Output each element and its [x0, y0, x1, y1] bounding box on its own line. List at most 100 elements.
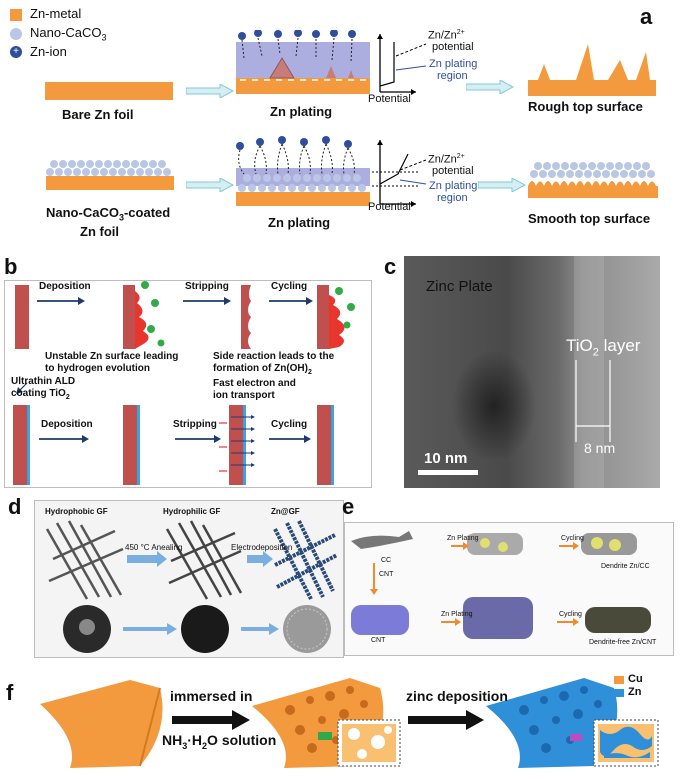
coated-zn-foil [46, 160, 174, 190]
panel-f: immersed in NH3·H2O solution zinc deposi… [0, 670, 680, 779]
b-note1b: to hydrogen evolution [45, 363, 150, 374]
row2-pot-word: potential [432, 165, 474, 177]
legend-caco3-sub: 3 [101, 32, 107, 43]
b-bot-stripping: Stripping [173, 419, 217, 430]
f-h-text: ·H [187, 732, 203, 748]
e-cycling2: Cycling [559, 611, 582, 618]
c-zinc-plate: Zinc Plate [426, 278, 493, 295]
legend-zn-ion: Zn-ion [30, 44, 67, 59]
row1-arrow-right [466, 80, 514, 94]
legend-caco3-text: Nano-CaCO [30, 25, 102, 40]
row1-region1: Zn plating [429, 58, 478, 70]
panel-b-top-row [13, 281, 355, 485]
row1-region2: region [437, 70, 468, 82]
tio2-layer-band [574, 256, 604, 488]
e-plating2: Zn Plating [441, 611, 473, 618]
b-note2a: Side reaction leads to the [213, 351, 335, 362]
b-ald2-text: coating TiO [11, 388, 66, 399]
row2-pot-label: Zn/Zn2+ [428, 153, 465, 166]
row2-arrow-right [478, 178, 526, 192]
b-note2b-sub: 2 [307, 369, 312, 376]
row1-pot-word: potential [432, 41, 474, 53]
f-drawing [40, 676, 659, 768]
f-nh-text: NH [162, 732, 183, 748]
e-cnt: CNT [371, 637, 386, 644]
row2-left-text-b: -coated [123, 205, 171, 220]
d-title-3: Zn@GF [271, 507, 300, 516]
b-ald1: Ultrathin ALD [11, 376, 76, 387]
panel-a: a Zn-metal Nano-CaCO3 + Zn-ion Bare Zn f… [0, 0, 680, 250]
e-drawing [351, 531, 651, 639]
row1-right-label: Rough top surface [528, 99, 643, 114]
panel-c-label: c [384, 254, 397, 279]
d-step1: 450 °C Anealing [125, 543, 183, 552]
c-scale: 10 nm [424, 450, 468, 467]
e-cnt-arrow: CNT [379, 571, 394, 578]
row2-left-sub: 3 [118, 212, 124, 223]
c-tio2-text: TiO [566, 336, 593, 355]
legend-caco3: Nano-CaCO3 [30, 25, 107, 43]
f-sol-text: O solution [207, 732, 277, 748]
panel-e-label: e [342, 494, 355, 519]
f-legend-zn: Zn [628, 686, 642, 698]
d-step2: Electrodeposition [231, 543, 293, 552]
b-ald2-sub: 2 [65, 394, 70, 401]
d-fibers [45, 520, 338, 653]
row2-arrow-left [186, 178, 234, 192]
panel-b-label: b [4, 254, 18, 279]
b-bot-deposition: Deposition [41, 419, 93, 430]
row2-region1: Zn plating [429, 180, 478, 192]
panel-b: Deposition Stripping Cycling Unstable Zn… [4, 280, 372, 488]
panel-d: Hydrophobic GF Hydrophilic GF Zn@GF 450 … [34, 500, 344, 658]
rough-surface [528, 44, 656, 96]
row1-axis: Potential [368, 93, 411, 105]
b-bot-cycling: Cycling [271, 419, 308, 430]
b-fast1: Fast electron and [213, 378, 296, 389]
row1-mid-label: Zn plating [270, 104, 333, 119]
row2-pot-text: Zn/Zn [428, 153, 457, 166]
panel-f-label: f [6, 680, 14, 705]
f-h-sub: 2 [202, 740, 208, 751]
bare-zn-foil-label: Bare Zn foil [62, 107, 134, 122]
f-solution: NH3·H2O solution [162, 732, 276, 751]
legend-zn-swatch [10, 9, 22, 21]
d-title-2: Hydrophilic GF [163, 507, 221, 516]
e-dendrite: Dendrite Zn/CC [601, 563, 650, 570]
panel-e: CC Zn Plating Cycling Dendrite Zn/CC CNT… [344, 522, 674, 656]
panel-a-label: a [640, 4, 653, 29]
e-cc: CC [381, 557, 392, 564]
smooth-surface [528, 162, 658, 198]
row1-pot-text: Zn/Zn [428, 29, 457, 42]
d-title-1: Hydrophobic GF [45, 507, 108, 516]
row2-pot-sup: 2+ [456, 153, 465, 160]
row1-arrow-left [186, 84, 234, 98]
b-top-deposition: Deposition [39, 281, 91, 292]
f-zinc-deposition: zinc deposition [406, 688, 508, 704]
legend-zn-metal: Zn-metal [30, 6, 82, 21]
legend-ion-icon: + [10, 46, 22, 58]
bare-zn-foil [45, 82, 173, 100]
row2-right-label: Smooth top surface [528, 211, 651, 226]
row2-axis: Potential [368, 201, 411, 213]
b-note2b: formation of Zn(OH)2 [213, 363, 312, 376]
e-plating1: Zn Plating [447, 535, 479, 542]
c-measure-lines [418, 360, 611, 475]
e-cycling1: Cycling [561, 535, 584, 542]
row2-mid-label: Zn plating [268, 215, 331, 230]
row1-plating-diagram [236, 30, 427, 95]
f-immersed: immersed in [170, 688, 253, 704]
row2-left-label2: Zn foil [80, 224, 119, 239]
b-note2b-text: formation of Zn(OH) [213, 363, 308, 374]
c-tio2-rest: layer [598, 336, 641, 355]
b-top-cycling: Cycling [271, 281, 308, 292]
panel-c-tem: Zinc Plate TiO2 layer 8 nm 10 nm [404, 256, 660, 488]
row1-pot-sup: 2+ [456, 29, 465, 36]
row2-left-text: Nano-CaCO [46, 205, 119, 220]
b-fast2: ion transport [213, 390, 275, 401]
c-8nm: 8 nm [584, 440, 616, 456]
e-dendrite-free: Dendrite-free Zn/CNT [589, 639, 657, 646]
b-top-stripping: Stripping [185, 281, 229, 292]
legend-caco3-dot [10, 28, 22, 40]
row2-region2: region [437, 192, 468, 204]
f-legend-cu: Cu [628, 673, 643, 685]
